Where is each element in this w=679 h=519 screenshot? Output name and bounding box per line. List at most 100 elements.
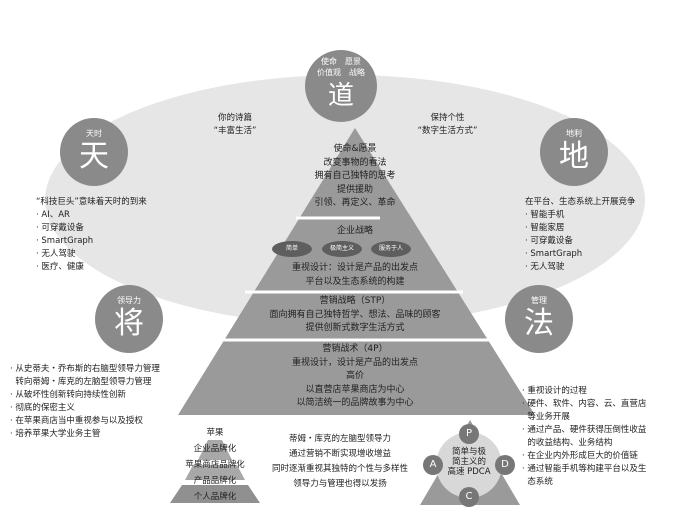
list-item: · 通过智能手机等构建平台以及生 [522, 464, 647, 474]
list-item: 转向蒂姆・库克的左脑型领导力管理 [10, 377, 152, 387]
list-item: · 智能手机 [525, 210, 565, 220]
brand-tier-label: 个人品牌化 [193, 492, 237, 502]
tier-line: 改变事物的看法 [323, 157, 387, 168]
list-item: · SmartGraph [525, 249, 583, 259]
pdca-a-badge: A [423, 455, 443, 475]
list-item: 的收益结构、业务结构 [522, 438, 613, 448]
tier-line: 提供创新式数字生活方式 [305, 323, 405, 333]
list-item: · 从破坏性创新转向持续性创新 [10, 390, 126, 400]
tian-intro: “科技巨头”意味着天时的到来 [36, 197, 147, 207]
list-item: 等业务开展 [522, 412, 570, 422]
fa-text: · 重视设计的过程 · 硬件、软件、内容、云、直营店 等业务开展 · 通过产品、… [522, 385, 646, 489]
tier-line: 以简洁统一的品牌故事为中心 [296, 398, 414, 408]
list-item: · 无人驾驶 [36, 249, 76, 259]
list-item: · 在苹果商店当中重视参与以及授权 [10, 416, 143, 426]
di-text: 在平台、生态系统上开展竞争 · 智能手机 · 智能家居 · 可穿戴设备 · Sm… [525, 196, 636, 274]
brand-tier [198, 440, 232, 460]
text-line: 简单与极 [451, 447, 486, 457]
fa-label: 管理 [531, 296, 547, 305]
fa-char: 法 [524, 306, 554, 341]
text-line: 同时逐渐重视其独特的个性与多样性 [271, 464, 408, 474]
brand-tier-label: 产品品牌化 [193, 476, 237, 486]
tier-line: 面向拥有自己独特哲学、想法、品味的顾客 [269, 309, 441, 320]
text-line: 通过营销不断实现增收增益 [288, 449, 391, 459]
tier-line: 使命&愿景 [333, 144, 377, 154]
fa-circle: 管理 法 [505, 285, 573, 353]
dao-circle: 使命 愿景 价值观 战略 道 [305, 50, 377, 122]
list-item: · AI、AR [36, 210, 70, 220]
list-item: · 培养苹果大学业务主管 [10, 429, 101, 439]
left-quote-line: “丰富生活” [213, 126, 257, 136]
brand-tier-label: 苹果 [206, 428, 224, 438]
tian-char: 天 [79, 139, 109, 174]
jiang-label: 领导力 [117, 296, 141, 305]
tier-title: 营销战术（4P） [322, 344, 388, 354]
di-label: 地利 [566, 129, 582, 138]
list-item: · 可穿戴设备 [36, 223, 84, 233]
right-quote-line: 保持个性 [430, 113, 465, 123]
tier-title: 营销战略（STP） [319, 296, 391, 306]
pdca-c-badge: C [459, 487, 479, 507]
dao-label-bottom: 价值观 战略 [317, 68, 365, 77]
tier-line: 重视设计：设计是产品的出发点 [291, 263, 418, 273]
list-item: · SmartGraph [36, 236, 94, 246]
tier-line: 拥有自己独特的思考 [314, 171, 396, 181]
brand-tier [170, 485, 260, 503]
tier-line: 引领、再定义、革命 [314, 198, 396, 208]
dao-char: 道 [327, 81, 354, 111]
text-line: 领导力与管理也得以发扬 [293, 479, 387, 489]
brand-tier [185, 465, 245, 480]
pdca-d-badge: D [495, 455, 515, 475]
pyramid-tier-4p: 营销战术（4P） 重视设计，设计是产品的出发点 高价 以直营店苹果商店为中心 以… [220, 343, 490, 411]
list-item: · 重视设计的过程 [522, 386, 587, 396]
right-quote: 保持个性 “数字生活方式” [400, 112, 495, 138]
brand-tier-label: 苹果商店品牌化 [185, 460, 245, 470]
pill-serve-people: 服务于人 [371, 241, 411, 257]
di-intro: 在平台、生态系统上开展竞争 [525, 197, 636, 207]
list-item: · 智能家居 [525, 223, 565, 233]
jiang-circle: 领导力 将 [95, 285, 163, 353]
list-item: · 硬件、软件、内容、云、直营店 [522, 399, 647, 409]
tier-line: 提供援助 [336, 184, 373, 195]
left-quote: 你的诗篇 “丰富生活” [195, 112, 275, 138]
pdca-circle [436, 432, 502, 498]
pill-simple: 简单 [272, 241, 312, 257]
list-item: · 从史蒂夫・乔布斯的右脑型领导力管理 [10, 364, 160, 374]
jiang-text: · 从史蒂夫・乔布斯的右脑型领导力管理 转向蒂姆・库克的左脑型领导力管理 · 从… [10, 363, 160, 441]
list-item: 态系统 [522, 477, 553, 487]
tier-line: 重视设计，设计是产品的出发点 [291, 357, 418, 368]
tier-line: 平台以及生态系统的构建 [305, 276, 405, 287]
main-pyramid [178, 128, 535, 415]
pyramid-tier-strategy-lines: 重视设计：设计是产品的出发点 平台以及生态系统的构建 [230, 262, 480, 289]
di-char: 地 [559, 139, 589, 174]
brand-pyramid-labels: 苹果 企业品牌化 苹果商店品牌化 产品品牌化 个人品牌化 [165, 425, 265, 505]
di-circle: 地利 地 [540, 118, 608, 186]
tian-circle: 天时 天 [60, 118, 128, 186]
text-line: 简主义的 [451, 457, 486, 467]
tier-line: 高价 [345, 371, 364, 381]
text-line: 高速 PDCA [447, 467, 491, 477]
brand-tier-label: 企业品牌化 [193, 444, 237, 454]
pdca-p-badge: P [459, 424, 479, 444]
list-item: · 通过产品、硬件获得压倒性收益 [522, 425, 647, 435]
list-item: · 医疗、健康 [36, 262, 84, 272]
text-line: 蒂姆・库克的左脑型领导力 [288, 434, 391, 444]
tian-text: “科技巨头”意味着天时的到来 · AI、AR · 可穿戴设备 · SmartGr… [36, 196, 147, 274]
pill-minimalism: 极简主义 [322, 241, 362, 257]
list-item: · 彻底的保密主义 [10, 403, 75, 413]
pdca-center-text: 简单与极 简主义的 高速 PDCA [436, 447, 502, 477]
tier-title: 企业战略 [336, 226, 373, 236]
leadership-text: 蒂姆・库克的左脑型领导力 通过营销不断实现增收增益 同时逐渐重视其独特的个性与多… [265, 432, 415, 492]
pyramid-tier-strategy: 企业战略 [255, 225, 455, 239]
pyramid-tier-stp: 营销战略（STP） 面向拥有自己独特哲学、想法、品味的顾客 提供创新式数字生活方… [220, 295, 490, 336]
list-item: · 在企业内外形成巨大的价值链 [522, 451, 638, 461]
tian-label: 天时 [86, 129, 102, 138]
list-item: · 可穿戴设备 [525, 236, 573, 246]
jiang-char: 将 [114, 306, 144, 341]
list-item: · 无人驾驶 [525, 262, 565, 272]
brand-pyramid [165, 420, 262, 505]
right-quote-line: “数字生活方式” [417, 126, 478, 136]
dao-label-top: 使命 愿景 [321, 57, 361, 66]
